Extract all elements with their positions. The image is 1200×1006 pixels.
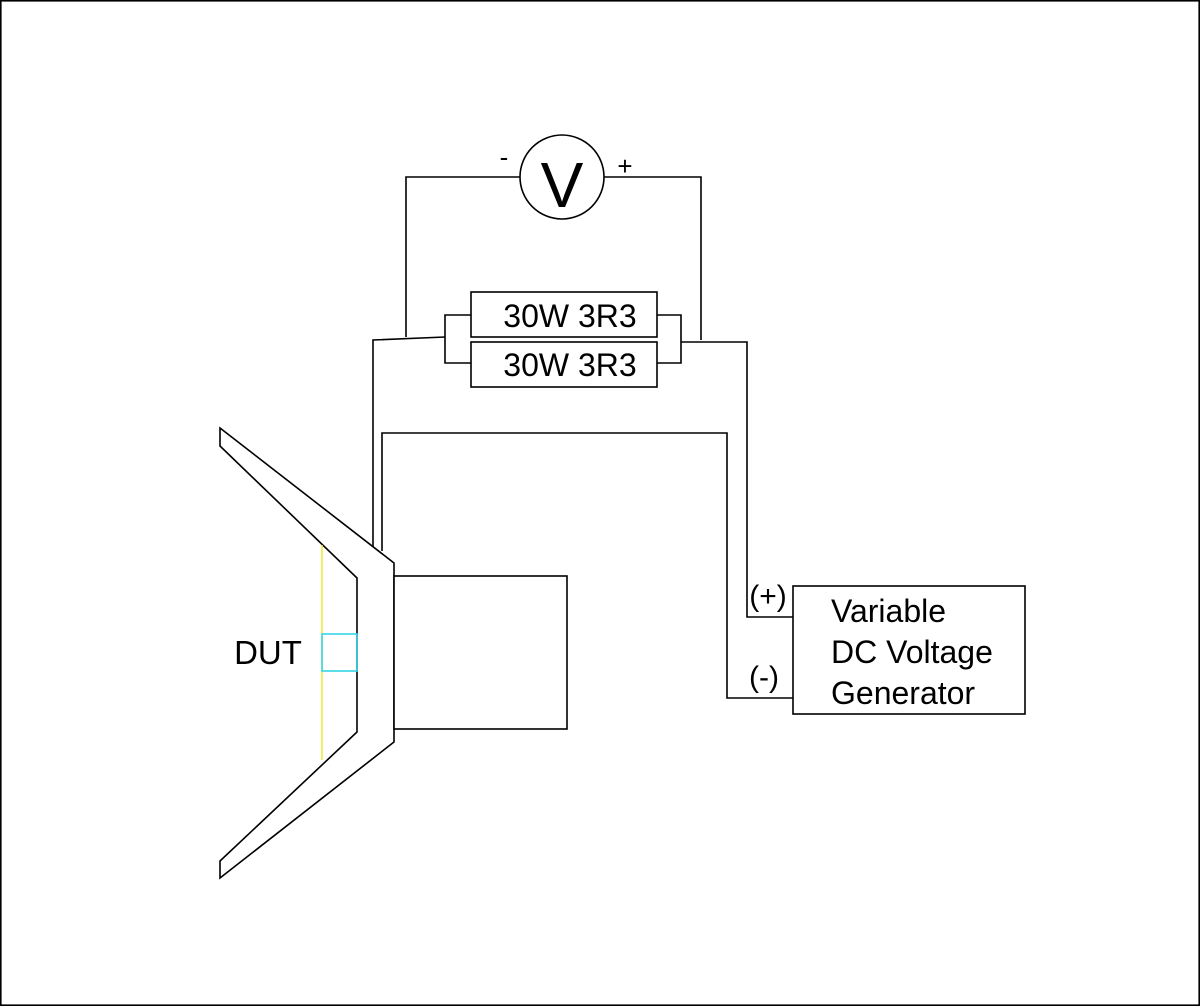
wire-resistor-to-dut: [372, 336, 446, 551]
voltmeter-right-wire: [604, 176, 702, 340]
resistor-top-body: [470, 291, 658, 338]
generator-negative-terminal: (-): [749, 661, 779, 694]
voltmeter-negative-terminal: -: [500, 142, 509, 172]
generator-label-line-1: Variable: [831, 593, 946, 629]
voltmeter-left-wire: [405, 176, 520, 337]
voltmeter-symbol: V: [541, 149, 584, 221]
generator-positive-terminal: (+): [749, 580, 787, 613]
generator-label-line-3: Generator: [831, 675, 975, 711]
resistor-bottom-body: [470, 341, 658, 388]
voltmeter-circle: [519, 134, 605, 220]
wire-dut-to-generator-negative: [381, 432, 793, 699]
resistor-top: 30W 3R3: [470, 291, 658, 338]
dc-voltage-generator: Variable DC Voltage Generator: [792, 585, 1026, 715]
resistor-top-label: 30W 3R3: [503, 298, 636, 334]
resistor-bottom-label: 30W 3R3: [503, 347, 636, 383]
generator-label-line-2: DC Voltage: [831, 634, 993, 670]
dut-label: DUT: [234, 634, 302, 671]
resistor-bank-left-bracket: [444, 314, 471, 364]
generator-body: [792, 585, 1026, 715]
resistor-bottom: 30W 3R3: [470, 341, 658, 388]
voltmeter: V: [519, 134, 605, 221]
dut-speaker: [219, 426, 568, 880]
speaker-magnet: [393, 575, 568, 730]
resistor-bank-right-bracket: [657, 314, 682, 364]
wire-resistor-to-generator-positive: [681, 341, 793, 618]
dut-marker-box: [321, 633, 358, 672]
voltmeter-positive-terminal: +: [617, 151, 632, 181]
